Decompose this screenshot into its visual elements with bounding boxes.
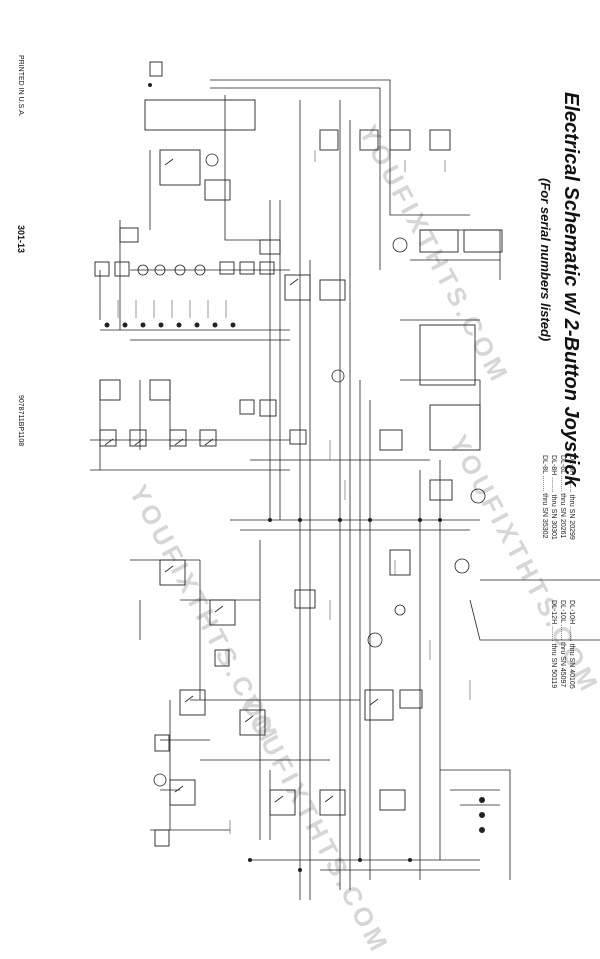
serial-list-left: DL-6H ........ thru SN 20299 DL-6L .....…	[540, 455, 576, 540]
serial-list-right: DL-10H ........ thru SN 40105 DL-10L ...…	[549, 600, 576, 689]
document-code: 9078711BP1108	[17, 395, 24, 447]
serial-entry: DL-8L ........ thru SN 35302	[541, 455, 548, 539]
printed-in-usa: PRINTED IN U.S.A.	[17, 55, 24, 117]
page-number: 301-13	[16, 225, 26, 254]
schematic-page: YOUFIXTHTS.COM YOUFIXTHTS.COM YOUFIXTHTS…	[16, 55, 600, 959]
serial-entry: DL-10L ........ thru SN 45097	[559, 600, 566, 688]
terminals	[104, 83, 485, 872]
serial-entry: DL-10H ........ thru SN 40105	[568, 600, 575, 689]
component-blocks	[94, 61, 503, 847]
schematic-title: Electrical Schematic w/ 2-Button Joystic…	[560, 92, 582, 487]
circular-components	[137, 153, 486, 787]
label-marks	[99, 150, 471, 834]
relay-contacts	[104, 158, 379, 803]
wiring-schematic	[90, 61, 600, 900]
serial-entry: DL-6H ........ thru SN 20299	[568, 455, 575, 540]
schematic-subtitle: (For serial numbers listed)	[538, 178, 553, 342]
serial-entry: DL-6L ........ thru SN 20261	[559, 455, 566, 539]
serial-entry: DL-12H ........ thru SN 50119	[550, 600, 557, 689]
serial-entry: DL-8H ........ thru SN 30301	[550, 455, 557, 540]
